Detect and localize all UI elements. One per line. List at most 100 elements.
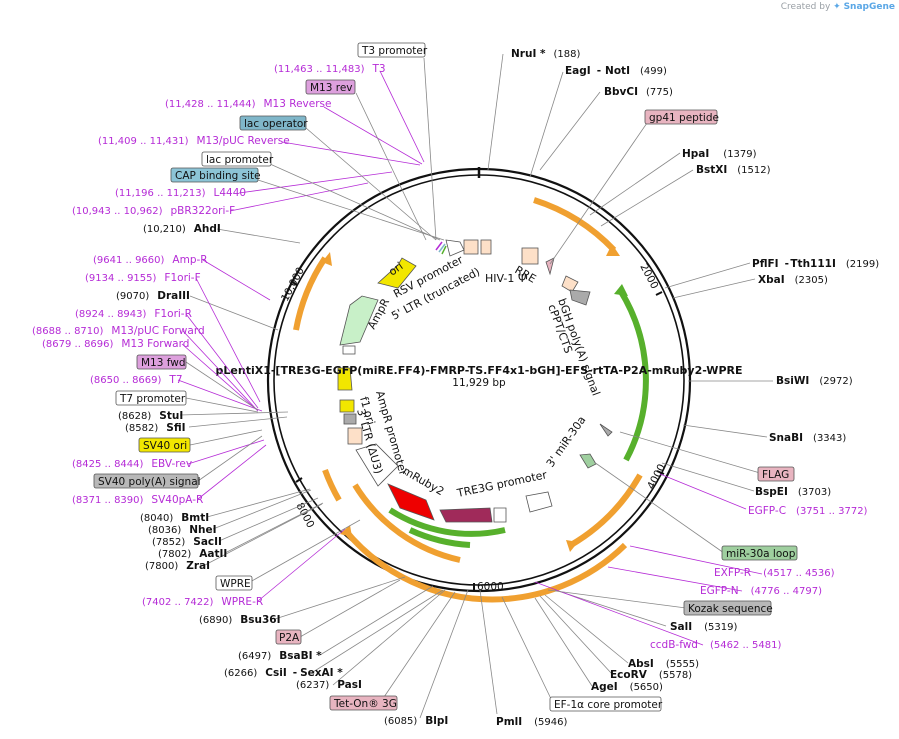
ampr-promoter-feature (342, 345, 356, 355)
leader-ecorv (539, 595, 613, 675)
enzyme-nrui: NruI *(188) (511, 48, 580, 60)
flag-label: FLAG (762, 469, 789, 481)
primer-exfp-r: EXFP-R(4517 .. 4536) (714, 567, 835, 579)
primer-egfp-c: EGFP-C(3751 .. 3772) (748, 505, 868, 517)
wpre-feature (355, 443, 399, 487)
orf-arc-7 (352, 483, 461, 563)
tick-mark-10000 (290, 280, 298, 286)
arc-arrow-4 (340, 525, 352, 537)
arc-arrow-2 (566, 540, 578, 552)
leader-blpi (419, 589, 469, 719)
mir30-label: 3' miR-30a (544, 414, 589, 470)
enzyme-blpi: (6085)BlpI (384, 715, 448, 727)
box-gp41 (644, 109, 718, 125)
box-m13-fwd (136, 354, 187, 370)
enzyme-pmli: PmlI(5946) (496, 716, 568, 728)
plasmid-name: pLentiX1-[TRE3G-EGFP(miRE.FF4)-FMRP-TS.F… (216, 364, 743, 377)
arc-arrow-1 (606, 244, 620, 256)
ef1a-feature (493, 507, 507, 523)
box-kozak (683, 600, 772, 616)
snapgene-logo-icon: ✦ (833, 2, 841, 12)
orf-arc-rtta (388, 507, 506, 537)
leader-gp41 (549, 122, 648, 265)
leader-teton (379, 591, 456, 704)
primer-ccdb-fwd: ccdB-fwd(5462 .. 5481) (650, 639, 781, 651)
box-lac-promoter (201, 151, 272, 167)
leader-cap (257, 179, 445, 241)
leader-l4440 (238, 171, 393, 194)
leader-lacop (305, 127, 437, 241)
m13-fwd-label: M13 fwd (141, 357, 186, 369)
leader-t7 (177, 379, 263, 412)
leader-eagi (529, 71, 564, 178)
leader-t3prom (423, 57, 437, 241)
enzyme-pasi: (6237)PasI (296, 679, 362, 691)
enzyme-ahdi: (10,210)AhdI (143, 223, 221, 235)
sv40-ori-label: SV40 ori (143, 440, 187, 452)
tre3g-feature (525, 491, 553, 513)
t3-promoter-label: T3 promoter (361, 45, 428, 57)
leader-hpai (589, 152, 681, 216)
primer-l4440: (11,196 .. 11,213)L4440 (115, 187, 246, 199)
enzyme-stui: (8628)StuI (118, 410, 183, 422)
leader-aatii (224, 502, 324, 554)
leader-egfpn (607, 566, 743, 592)
leader-m13rev (323, 106, 423, 165)
leader-stui (179, 411, 289, 416)
leader-mir30loop (593, 461, 725, 554)
leader-t3 (379, 70, 425, 163)
enzyme-agei: AgeI(5650) (591, 681, 663, 693)
orf-arc-6 (408, 527, 471, 548)
primer-t7: (8650 .. 8669)T7 (90, 374, 183, 386)
tick-mark-2000 (655, 291, 663, 296)
leader-draiii (189, 295, 279, 331)
leader-wpre (249, 519, 361, 583)
leader-m13pucrev (281, 141, 421, 166)
box-p2a (275, 629, 302, 645)
gp41-label: gp41 peptide (649, 112, 719, 124)
sv40-polya-label: SV40 poly(A) signal (98, 476, 201, 488)
leader-exfpr (629, 545, 763, 575)
leader-absi (544, 594, 629, 664)
orf-arc-3 (293, 256, 328, 331)
leader-egfpc (659, 473, 747, 510)
primer-t3: (11,463 .. 11,483)T3 (274, 63, 386, 75)
enzyme-absi: AbsI(5555) (628, 658, 699, 670)
enzyme-sali: SalI(5319) (670, 621, 738, 633)
leader-xbai (672, 278, 756, 299)
lac-marker-2 (438, 243, 446, 253)
tick-8000: 8000 (293, 501, 316, 530)
wpre-label: WPRE (220, 578, 251, 590)
mir30-feature (599, 423, 613, 437)
orf-arc-egfp (617, 288, 649, 462)
rsv-feature (445, 239, 465, 257)
leader-ahdi (216, 228, 301, 244)
enzyme-xbai: XbaI(2305) (758, 274, 828, 286)
orf-arc-1 (533, 197, 617, 253)
box-m13-rev (305, 79, 356, 95)
ltr3-feature (347, 427, 363, 445)
leader-agei (534, 597, 593, 687)
leader-bsabi (319, 585, 434, 656)
leader-bmti (206, 488, 311, 518)
primer-f1ori-f: (9134 .. 9155)F1ori-F (85, 272, 201, 284)
mruby2-feature (387, 483, 435, 521)
enzyme-bsu36i: (6890)Bsu36I (199, 614, 281, 626)
credit-text: Created by (780, 2, 831, 12)
leader-ebvrev (187, 439, 265, 465)
primer-egfp-n: EGFP-N(4776 .. 4797) (700, 585, 822, 597)
box-sv40-ori (138, 437, 191, 453)
enzyme-bmti: (8040)BmtI (140, 512, 209, 524)
lac-promoter-label: lac promoter (206, 154, 274, 166)
leader-nrui (487, 53, 504, 171)
tet-on-label: Tet-On® 3G (333, 698, 397, 710)
leader-f1orir (185, 313, 259, 409)
arc-arrow-3 (322, 252, 332, 266)
lac-operator-label: lac operator (244, 118, 308, 130)
enzyme-bbvci: BbvCI(775) (604, 86, 673, 98)
leader-kozak (547, 589, 687, 609)
enzyme-bsabi: (6497)BsaBI * (238, 650, 322, 662)
bgh-feature (569, 289, 591, 306)
leader-sv40ori (189, 429, 263, 446)
